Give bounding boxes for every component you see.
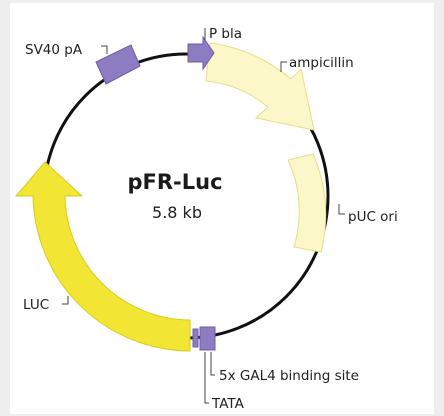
p-bla-promoter-arrow bbox=[187, 35, 215, 71]
label-sv40-pa: SV40 pA bbox=[25, 42, 83, 58]
plasmid-name: pFR-Luc bbox=[127, 170, 222, 194]
luc-arrow bbox=[14, 161, 191, 352]
puc-ori-block bbox=[287, 153, 327, 253]
leader-tata bbox=[204, 352, 209, 404]
leader-puc-ori bbox=[338, 204, 345, 215]
leader-ampicillin bbox=[280, 61, 287, 72]
sv40-pa-block bbox=[95, 44, 141, 85]
label-tata: TATA bbox=[211, 396, 245, 412]
ampicillin-arrow bbox=[205, 42, 315, 131]
plasmid-size: 5.8 kb bbox=[152, 203, 202, 222]
leader-luc bbox=[62, 296, 69, 305]
label-puc-ori: pUC ori bbox=[348, 209, 398, 225]
label-p-bla: P bla bbox=[209, 26, 242, 42]
label-luc: LUC bbox=[23, 297, 49, 313]
label-gal4-binding-site: 5x GAL4 binding site bbox=[219, 368, 359, 384]
tata-marker bbox=[192, 328, 199, 348]
leader-sv40-pa bbox=[101, 45, 108, 54]
label-ampicillin: ampicillin bbox=[289, 55, 354, 71]
gal4-binding-site-block bbox=[199, 326, 216, 351]
leader-gal4 bbox=[210, 352, 215, 376]
